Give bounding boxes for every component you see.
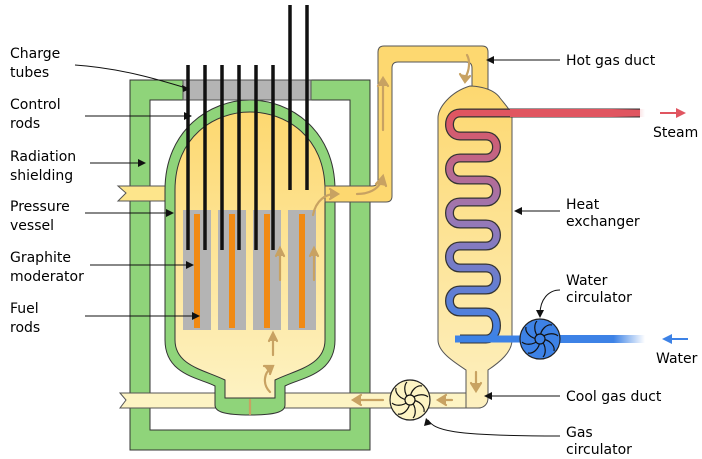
label-graphite-moderator-1: Graphite xyxy=(10,250,71,266)
label-hot-gas-duct: Hot gas duct xyxy=(566,53,656,69)
label-pressure-vessel-1: Pressure xyxy=(10,199,70,215)
label-pressure-vessel-2: vessel xyxy=(10,218,54,234)
label-charge-tubes-1: Charge xyxy=(10,46,60,62)
label-cool-gas-duct: Cool gas duct xyxy=(566,389,662,405)
gas-flow-arrows xyxy=(248,53,483,416)
label-control-rods-2: rods xyxy=(10,116,40,132)
label-radiation-shielding-2: shielding xyxy=(10,168,73,184)
control-rods xyxy=(186,5,309,250)
water-circulator xyxy=(519,318,561,360)
water-arrow-icon xyxy=(662,334,688,344)
label-fuel-rods-1: Fuel xyxy=(10,301,39,317)
label-water-circulator-2: circulator xyxy=(566,290,632,306)
fuel-rods xyxy=(194,214,305,328)
heat-exchanger-coil-fill xyxy=(446,109,640,343)
label-gas-circulator-2: circulator xyxy=(566,442,632,458)
steam-arrow-icon xyxy=(660,108,686,118)
label-graphite-moderator-2: moderator xyxy=(10,269,84,285)
label-water: Water xyxy=(656,351,698,367)
label-heat-exchanger-1: Heat xyxy=(566,197,600,213)
steam-pipe xyxy=(510,109,645,117)
label-water-circulator-1: Water xyxy=(566,273,608,289)
labels: Charge tubes Control rods Radiation shie… xyxy=(10,46,698,458)
label-radiation-shielding-1: Radiation xyxy=(10,149,76,165)
water-pipe xyxy=(540,335,645,343)
label-control-rods-1: Control xyxy=(10,97,61,113)
gas-circulator xyxy=(389,379,431,421)
label-heat-exchanger-2: exchanger xyxy=(566,214,640,230)
label-charge-tubes-2: tubes xyxy=(10,65,49,81)
label-steam: Steam xyxy=(653,125,698,141)
label-gas-circulator-1: Gas xyxy=(566,425,593,441)
leader-arrowheads xyxy=(138,56,544,426)
charge-tube-band xyxy=(182,79,312,101)
label-fuel-rods-2: rods xyxy=(10,320,40,336)
